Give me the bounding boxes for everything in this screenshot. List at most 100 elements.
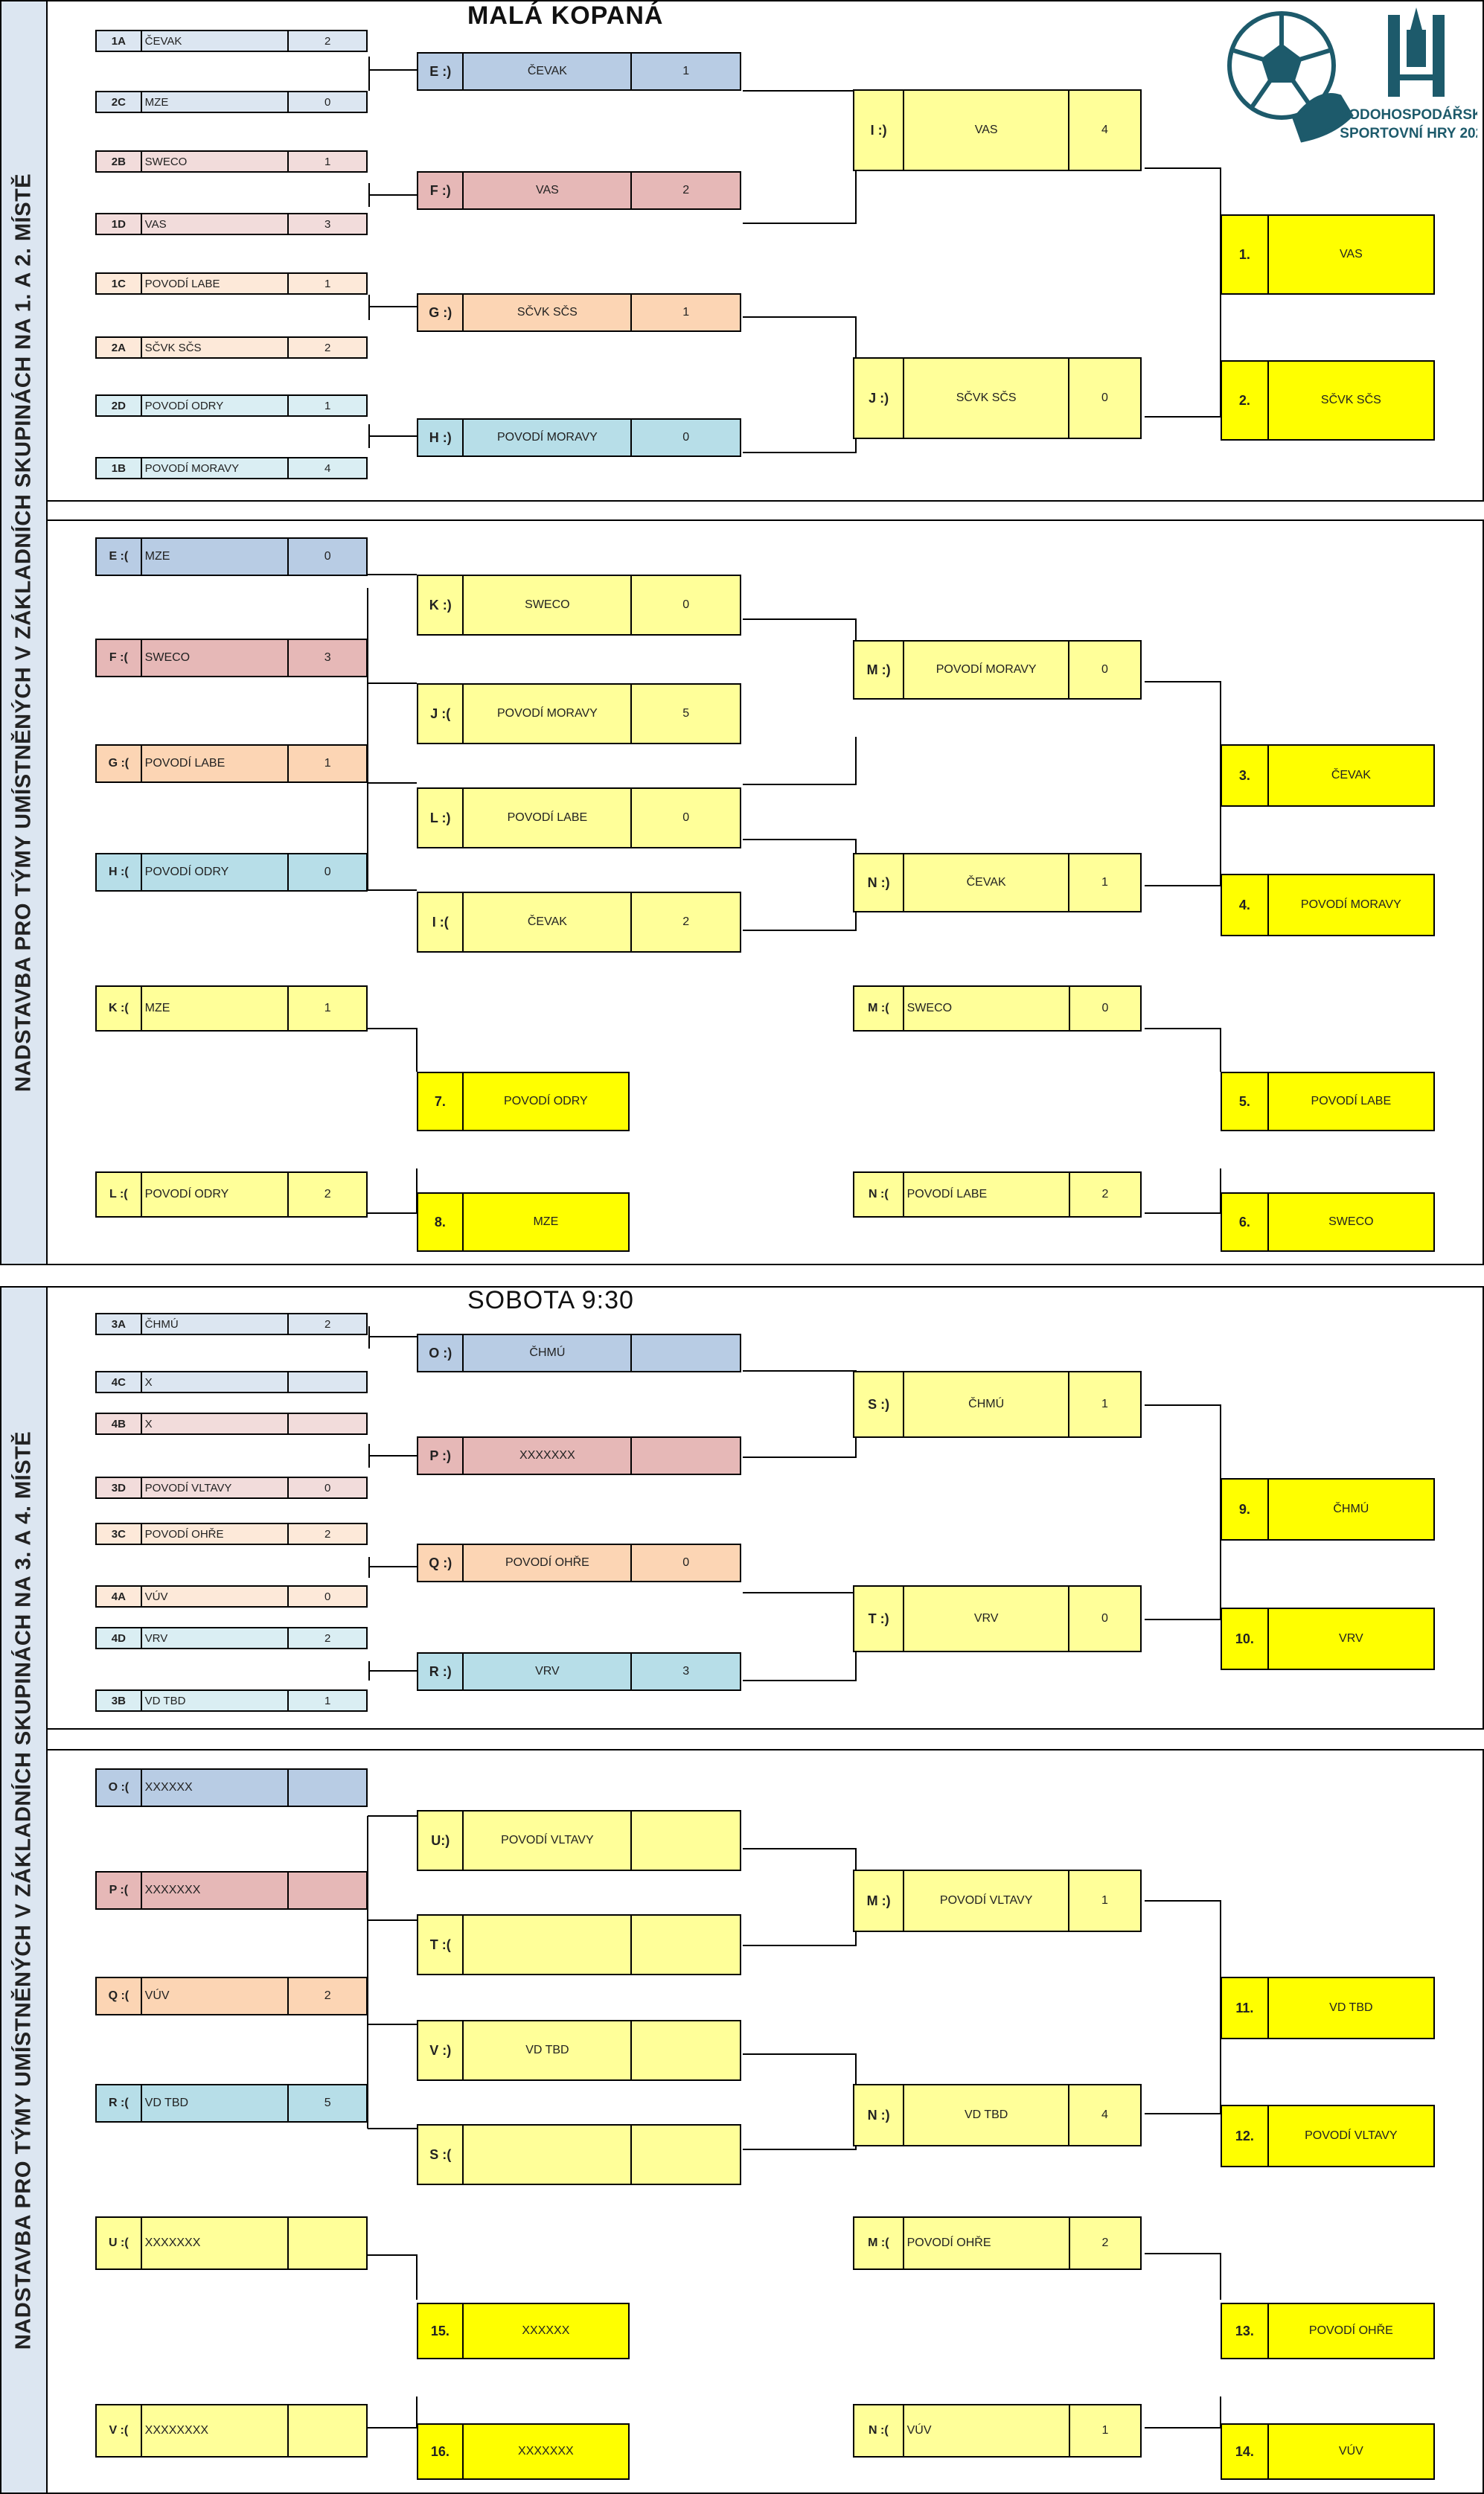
- match-code: U :(: [97, 2218, 142, 2268]
- team-name: ČEVAK: [144, 34, 182, 48]
- score: 0: [287, 854, 366, 890]
- bracket-3-4-quarter-item: P :)XXXXXXX: [417, 1436, 741, 1475]
- team-name: ČHMÚ: [529, 1346, 566, 1359]
- score: 2: [287, 338, 366, 357]
- team-name: ČEVAK: [527, 65, 567, 77]
- team-name: VRV: [535, 1665, 560, 1678]
- score: [630, 2021, 740, 2079]
- match-code: 3B: [97, 1691, 142, 1710]
- score: 2: [287, 1524, 366, 1544]
- placement-11-16-lower-right-results-item: 14.VÚV: [1221, 2423, 1435, 2480]
- placement-3-8-matches-item: L :) POVODÍ LABE 0: [417, 787, 741, 848]
- team-name: X: [144, 1417, 153, 1430]
- team-name: MZE: [533, 1215, 559, 1228]
- match-code: 12.: [1222, 2106, 1269, 2166]
- score: [630, 1438, 740, 1474]
- match-code: T :): [854, 1587, 905, 1651]
- team-name: POVODÍ LABE: [144, 757, 226, 770]
- placement-11-16-lower-left-item: V :(XXXXXXXX: [95, 2404, 368, 2458]
- score: 0: [630, 1545, 740, 1581]
- match-code: M :): [854, 1871, 905, 1931]
- team-name: VD TBD: [144, 2097, 189, 2109]
- team-name: VD TBD: [1329, 2001, 1373, 2014]
- team-name: X: [144, 1375, 153, 1389]
- score: 5: [630, 685, 740, 743]
- team-name: POVODÍ MORAVY: [936, 663, 1037, 676]
- match-code: M :): [854, 642, 905, 698]
- team-name: POVODÍ LABE: [144, 277, 220, 290]
- team-name: [464, 1916, 630, 1974]
- match-code: 6.: [1222, 1194, 1269, 1250]
- match-code: N :(: [854, 1173, 904, 1216]
- team-name: ČHMÚ: [968, 1398, 1005, 1410]
- team-name: SČVK SČS: [956, 391, 1017, 404]
- team-name: VAS: [974, 124, 998, 136]
- match-code: 3A: [97, 1314, 142, 1334]
- bracket-3-4-final-item: 9.ČHMÚ: [1221, 1478, 1435, 1541]
- match-code: E :(: [97, 539, 142, 575]
- score: 1: [287, 396, 366, 415]
- match-code: 16.: [418, 2425, 464, 2478]
- match-code: T :(: [418, 1916, 464, 1974]
- team-name: POVODÍ ODRY: [144, 399, 224, 412]
- score: [630, 1335, 740, 1371]
- score: [287, 2218, 366, 2268]
- team-name: VAS: [535, 184, 559, 196]
- team-name: SČVK SČS: [516, 306, 578, 319]
- team-name: POVODÍ VLTAVY: [1305, 2129, 1398, 2142]
- score: 2: [630, 893, 740, 951]
- team-name: ČEVAK: [527, 915, 567, 928]
- match-code: 4.: [1222, 875, 1269, 935]
- match-code: 3.: [1222, 746, 1269, 805]
- score: 1: [1068, 1372, 1140, 1436]
- match-code: 1B: [97, 458, 142, 478]
- score: 1: [287, 987, 366, 1030]
- score: 2: [630, 173, 740, 208]
- match-code: I :(: [418, 893, 464, 951]
- score: 0: [630, 789, 740, 847]
- score: 1: [287, 1691, 366, 1710]
- placement-11-16-matches-item: V :)VD TBD: [417, 2020, 741, 2081]
- match-code: 7.: [418, 1073, 464, 1130]
- side-label-bottom: NADSTAVBA PRO TÝMY UMÍSTNĚNÝCH V ZÁKLADN…: [11, 1430, 36, 2350]
- match-code: M :(: [854, 987, 904, 1030]
- team-name: VD TBD: [525, 2044, 569, 2056]
- score: 2: [287, 1173, 366, 1216]
- team-name: POVODÍ MORAVY: [496, 707, 598, 720]
- match-code: 1A: [97, 31, 142, 51]
- score: [287, 1873, 366, 1908]
- football-boot-icon: VODOHOSPODÁŘSKÉ SPORTOVNÍ HRY 2024: [1227, 7, 1484, 143]
- match-code: L :): [418, 789, 464, 847]
- match-code: R :(: [97, 2085, 142, 2121]
- match-code: Q :(: [97, 1978, 142, 2014]
- match-code: 15.: [418, 2304, 464, 2358]
- score: [630, 1812, 740, 1870]
- team-name: POVODÍ LABE: [507, 811, 588, 824]
- page-subtitle: SOBOTA 9:30: [467, 1286, 634, 1314]
- team-name: POVODÍ LABE: [906, 1188, 988, 1200]
- team-name: VRV: [1339, 1632, 1363, 1645]
- match-code: 3C: [97, 1524, 142, 1544]
- match-code: 2A: [97, 338, 142, 357]
- score: 3: [287, 214, 366, 234]
- score: 2: [1069, 2218, 1140, 2268]
- score: [287, 1770, 366, 1806]
- score: 4: [1068, 2085, 1140, 2145]
- team-name: VD TBD: [964, 2108, 1008, 2121]
